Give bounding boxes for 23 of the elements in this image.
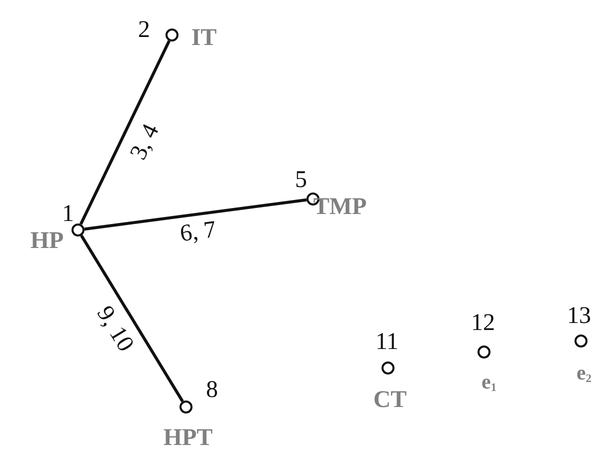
node-label: IT [191, 26, 217, 50]
connector-line [80, 234, 184, 402]
node-label: e$_{2}$ [576, 362, 592, 386]
node-number: 1 [62, 202, 74, 226]
connector-line [84, 198, 307, 231]
node-circle [382, 362, 394, 374]
node-number: 12 [471, 311, 495, 335]
node-circle [478, 346, 490, 358]
node-circle [72, 224, 84, 236]
node-label: e$_{1}$ [481, 371, 497, 395]
node-circle [166, 28, 178, 42]
node-label: CT [373, 388, 407, 412]
node-label: HPT [163, 426, 213, 450]
node-number: 13 [567, 304, 591, 328]
node-number: 5 [295, 168, 307, 192]
node-circle [180, 400, 192, 414]
node-label: TMP [313, 195, 367, 219]
node-circle [574, 334, 588, 348]
connector-line [79, 40, 171, 225]
node-number: 2 [138, 18, 150, 42]
node-label: HP [30, 229, 64, 253]
node-number: 8 [206, 378, 218, 402]
node-number: 11 [375, 330, 399, 354]
